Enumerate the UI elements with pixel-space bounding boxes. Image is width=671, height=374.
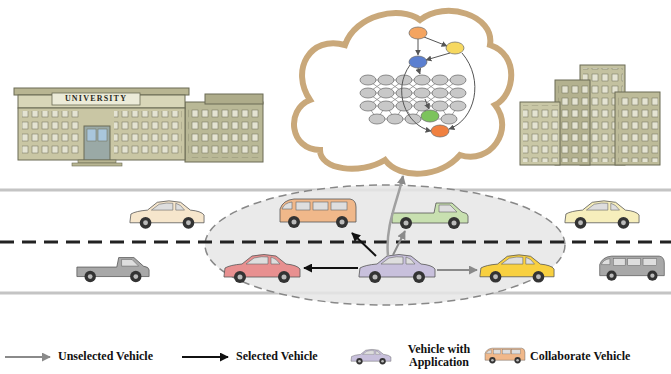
neural-network-part-part [414, 88, 430, 98]
neural-network-part-part [424, 37, 447, 46]
vehicles-part [224, 255, 300, 284]
legend-entry: Selected Vehicle [236, 350, 318, 363]
university-building-part [18, 108, 185, 160]
legend-entry: Vehicle with Application [396, 343, 482, 369]
university-building-part [205, 94, 263, 104]
neural-network-part-part [369, 114, 385, 124]
neural-network-part [446, 42, 464, 54]
vehicles-part [600, 256, 665, 281]
neural-network-part-part [396, 88, 412, 98]
neural-network-part [409, 27, 427, 39]
university-building-part [72, 163, 122, 166]
neural-network-part-part [432, 75, 448, 85]
vehicles-part [77, 258, 149, 283]
neural-network-part-part [418, 68, 420, 74]
vehicles-part [130, 201, 204, 229]
neural-network-part-part [450, 75, 466, 85]
vehicle-arrows-part [388, 176, 403, 256]
vehicles-part [280, 199, 356, 228]
neural-network-part-part [360, 88, 376, 98]
neural-network-part-part [414, 75, 430, 85]
neural-network-part-part [418, 39, 419, 55]
neural-network-part-part [405, 114, 421, 124]
legend-samples-part [182, 356, 228, 358]
neural-network-part-part [426, 53, 450, 60]
legend-text: Vehicle with Application [396, 343, 482, 369]
vehicle-arrows-part [304, 267, 358, 269]
neural-network-part-part [432, 101, 448, 111]
neural-network-part-part [425, 99, 429, 109]
university-building-part [18, 95, 185, 108]
legend-text: Selected Vehicle [236, 350, 318, 363]
neural-network-part [431, 125, 449, 137]
university-building-part [114, 111, 182, 157]
neural-network-part-part [387, 114, 403, 124]
neural-network-part-part [449, 53, 475, 129]
vehicles-part [392, 203, 468, 229]
city-buildings-part [618, 95, 658, 162]
cloud-part [294, 11, 511, 174]
legend-samples-part [5, 356, 50, 358]
legend-samples-part [485, 348, 525, 363]
selection-region [205, 185, 565, 305]
university-building-part [185, 102, 263, 162]
neural-network-part-part [378, 101, 394, 111]
neural-network-part-part [450, 101, 466, 111]
university-building-part [84, 126, 110, 160]
city-buildings-part [558, 83, 588, 162]
vehicle-arrows-part [352, 233, 376, 256]
vehicles-part [565, 201, 639, 229]
university-building-part [22, 111, 80, 157]
neural-network-part-part [441, 114, 457, 124]
neural-network-part-part [432, 88, 448, 98]
neural-network-part-part [378, 88, 394, 98]
vehicle-arrows-part [393, 231, 405, 255]
city-buildings-part [523, 105, 558, 162]
vehicle-arrows [304, 176, 477, 270]
university-building-part [87, 129, 96, 141]
vehicles [77, 199, 664, 283]
university-building [14, 88, 263, 166]
vehicles-part [480, 255, 554, 283]
neural-network-part [409, 56, 427, 68]
university-building-part [98, 129, 107, 141]
neural-network-part [402, 37, 475, 131]
neural-network-part-part [450, 88, 466, 98]
vehicle-arrows-part [437, 269, 477, 271]
neural-network-part-part [360, 101, 376, 111]
neural-network-part [360, 75, 466, 124]
city-buildings [520, 65, 660, 165]
legend-entry: Collaborate Vehicle [530, 350, 630, 363]
university-building-part [188, 106, 260, 158]
university-building-part [78, 160, 116, 163]
cloud [294, 11, 511, 174]
vehicles-part [359, 255, 435, 284]
city-buildings-part [615, 92, 660, 165]
city-buildings-part [520, 102, 560, 165]
sign-text: UNIVERSITY [65, 95, 127, 103]
neural-network-part-part [378, 75, 394, 85]
legend-text: Collaborate Vehicle [530, 350, 630, 363]
university-building-part [52, 93, 140, 105]
neural-network-part [368, 80, 458, 119]
legend-entry: Unselected Vehicle [58, 350, 153, 363]
neural-network-part-part [360, 75, 376, 85]
lane-divider [0, 241, 671, 244]
legend-text: Unselected Vehicle [58, 350, 153, 363]
neural-network [360, 27, 475, 137]
neural-network-part [421, 110, 439, 122]
legend-samples-part [351, 349, 391, 364]
